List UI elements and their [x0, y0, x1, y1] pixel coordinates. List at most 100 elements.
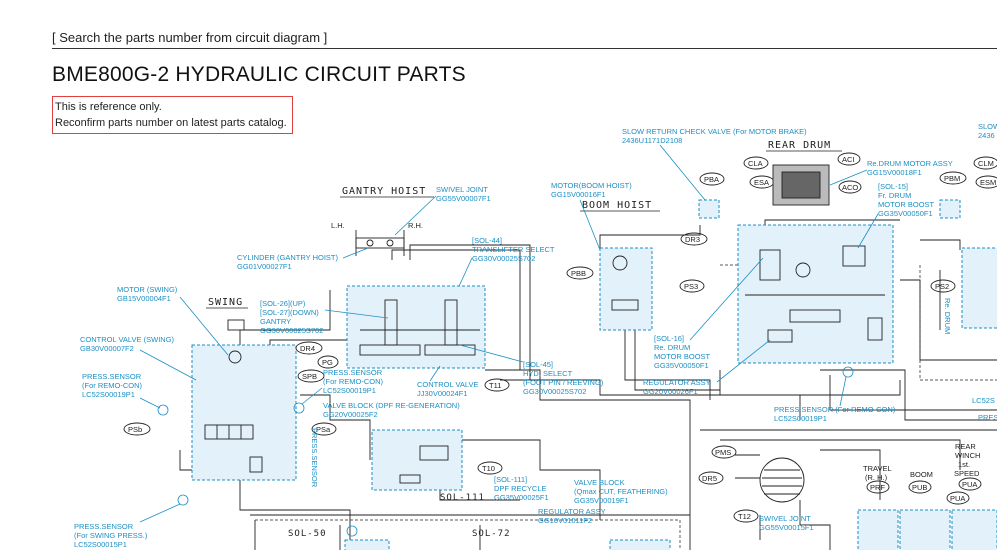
port-psa[interactable]: PSa: [311, 422, 337, 436]
swivel-joint-2-pn[interactable]: GG55V00015F1: [759, 523, 814, 532]
ps-swing-label-a[interactable]: PRESS.SENSOR: [74, 522, 134, 531]
valve-block-q-pn[interactable]: GG35V00019F1: [574, 496, 629, 505]
port-pub[interactable]: PUB: [908, 480, 932, 494]
front-drum-valve-box[interactable]: [961, 247, 997, 329]
port-clm[interactable]: CLM: [973, 156, 997, 170]
ps-remo2-label-a[interactable]: PRESS.SENSOR: [323, 368, 383, 377]
port-pg[interactable]: PG: [317, 355, 339, 369]
port-esm[interactable]: ESM: [975, 175, 997, 189]
valve-block-q-label-b[interactable]: (Qmax CUT, FEATHERING): [574, 487, 668, 496]
swivel-joint-1-pn[interactable]: GG55V00007F1: [436, 194, 491, 203]
ps-remo3-pn[interactable]: LC52S00019P1: [774, 414, 827, 423]
slow-right-label[interactable]: SLOW: [978, 122, 997, 131]
port-ps2[interactable]: PS2: [930, 279, 956, 293]
ps-swing-label-b[interactable]: (For SWING PRESS.): [74, 531, 148, 540]
sol15-label-c[interactable]: MOTOR BOOST: [878, 200, 935, 209]
press-right-label[interactable]: PRESS: [978, 413, 997, 422]
port-esa[interactable]: ESA: [749, 175, 775, 189]
sol16-label-a[interactable]: [SOL-16]: [654, 334, 684, 343]
port-dr5[interactable]: DR5: [698, 471, 724, 485]
slow-return-label[interactable]: SLOW RETURN CHECK VALVE (For MOTOR BRAKE…: [622, 127, 807, 136]
port-cla[interactable]: CLA: [743, 156, 769, 170]
port-prf[interactable]: PRF: [866, 480, 890, 494]
sol44-label-a[interactable]: [SOL-44]: [472, 236, 502, 245]
sol45-pn[interactable]: GG30V00025S702: [523, 387, 586, 396]
port-pua-2[interactable]: PUA: [946, 491, 970, 505]
reg-assy1-label[interactable]: REGULATOR ASSY: [538, 507, 606, 516]
sol111-label-a[interactable]: [SOL-111]: [494, 475, 527, 484]
reg-assy2-label[interactable]: REGULATOR ASSY: [643, 378, 711, 387]
press-right-pn[interactable]: LC52S: [972, 396, 995, 405]
sol44-label-b[interactable]: TRANSLIFTER SELECT: [472, 245, 555, 254]
sol45-label-b[interactable]: HYD. SELECT: [523, 369, 573, 378]
gantry-control-valve-box[interactable]: [346, 285, 486, 369]
motor-swing-label[interactable]: MOTOR (SWING): [117, 285, 178, 294]
port-t11[interactable]: T11: [484, 378, 510, 392]
control-valve-pn[interactable]: JJ30V00024F1: [417, 389, 467, 398]
motor-swing-pn[interactable]: GB15V00004F1: [117, 294, 171, 303]
sol16-pn[interactable]: GG35V00050F1: [654, 361, 709, 370]
re-drum-motor-label[interactable]: Re.DRUM MOTOR ASSY: [867, 159, 953, 168]
cv-swing-label[interactable]: CONTROL VALVE (SWING): [80, 335, 175, 344]
control-valve-label[interactable]: CONTROL VALVE: [417, 380, 479, 389]
sol15-label-b[interactable]: Fr. DRUM: [878, 191, 911, 200]
valve-block-dpf-label[interactable]: VALVE BLOCK (DPF RE-GENERATION): [323, 401, 460, 410]
valve-block-dpf-pn[interactable]: GG20V00025F2: [323, 410, 378, 419]
port-t10[interactable]: T10: [477, 461, 503, 475]
ps-remo2-label-b[interactable]: (For REMO-CON): [323, 377, 383, 386]
port-dr4[interactable]: DR4: [295, 341, 323, 355]
port-ps3[interactable]: PS3: [679, 279, 705, 293]
port-pba[interactable]: PBA: [699, 172, 725, 186]
cylinder-gantry-label[interactable]: CYLINDER (GANTRY HOIST): [237, 253, 338, 262]
travel-valve-box[interactable]: [857, 509, 899, 550]
port-pms[interactable]: PMS: [711, 445, 737, 459]
port-dr3[interactable]: DR3: [680, 232, 708, 246]
re-drum-motor-pn[interactable]: GG15V00018F1: [867, 168, 922, 177]
valve-block-q-label[interactable]: VALVE BLOCK: [574, 478, 625, 487]
ps-remo1-label-b[interactable]: (For REMO-CON): [82, 381, 142, 390]
ps-swing-pn[interactable]: LC52S00015P1: [74, 540, 127, 549]
reg-assy1-pn[interactable]: GG10V01011F2: [538, 516, 592, 525]
port-aci[interactable]: ACI: [837, 152, 861, 166]
sol45-label-a[interactable]: [SOL-45]: [523, 360, 553, 369]
gantry-label[interactable]: GANTRY: [260, 317, 291, 326]
cylinder-gantry-pn[interactable]: GG01V00027F1: [237, 262, 292, 271]
ps-remo3-label[interactable]: PRESS.SENSOR (For REMO-CON): [774, 405, 896, 414]
ps-remo2-pn[interactable]: LC52S00019P1: [323, 386, 376, 395]
sol26-pn[interactable]: GG30V00025S702: [260, 326, 323, 335]
port-aco[interactable]: ACO: [838, 180, 862, 194]
sol111-label-b[interactable]: DPF RECYCLE: [494, 484, 547, 493]
sol16-label-c[interactable]: MOTOR BOOST: [654, 352, 711, 361]
slow-return-valve-box[interactable]: [698, 199, 720, 219]
slow-return-pn[interactable]: 2436U1171D2108: [622, 136, 682, 145]
sol111-pn[interactable]: GG35V00025F1: [494, 493, 549, 502]
dpf-valve-block-box[interactable]: [371, 429, 463, 491]
port-psb[interactable]: PSb: [123, 422, 151, 436]
swivel-joint-symbol[interactable]: [759, 457, 805, 503]
sol26-label[interactable]: [SOL-26](UP): [260, 299, 306, 308]
rear-drum-valve-box[interactable]: [737, 224, 894, 364]
boom-valve-box[interactable]: [899, 509, 951, 550]
swivel-joint-2-label[interactable]: SWIVEL JOINT: [759, 514, 811, 523]
slow-return-valve-box-2[interactable]: [939, 199, 961, 219]
motor-boom-pn[interactable]: GG15V00016F1: [551, 190, 606, 199]
port-spb[interactable]: SPB: [297, 369, 325, 383]
cv-swing-pn[interactable]: GB30V00007F2: [80, 344, 134, 353]
ps-remo1-label-a[interactable]: PRESS.SENSOR: [82, 372, 142, 381]
rear-winch-valve-box[interactable]: [951, 509, 997, 550]
port-pbm[interactable]: PBM: [939, 171, 967, 185]
port-pbb[interactable]: PBB: [566, 266, 594, 280]
swivel-joint-1-label[interactable]: SWIVEL JOINT: [436, 185, 488, 194]
ps-remo1-pn[interactable]: LC52S00019P1: [82, 390, 135, 399]
swing-control-valve-box[interactable]: [191, 344, 297, 481]
sol15-label-a[interactable]: [SOL-15]: [878, 182, 908, 191]
boom-hoist-motor-box[interactable]: [599, 247, 653, 331]
sol15-pn[interactable]: GG35V00050F1: [878, 209, 933, 218]
port-pua[interactable]: PUA: [958, 477, 982, 491]
sol16-label-b[interactable]: Re. DRUM: [654, 343, 690, 352]
motor-boom-label[interactable]: MOTOR(BOOM HOIST): [551, 181, 632, 190]
sol27-label[interactable]: [SOL-27](DOWN): [260, 308, 319, 317]
sol44-pn[interactable]: GG30V00025S702: [472, 254, 535, 263]
reg-assy2-pn[interactable]: GG20V00026F1: [643, 387, 698, 396]
sol45-label-c[interactable]: (FOOT PIN / REEVING): [523, 378, 604, 387]
